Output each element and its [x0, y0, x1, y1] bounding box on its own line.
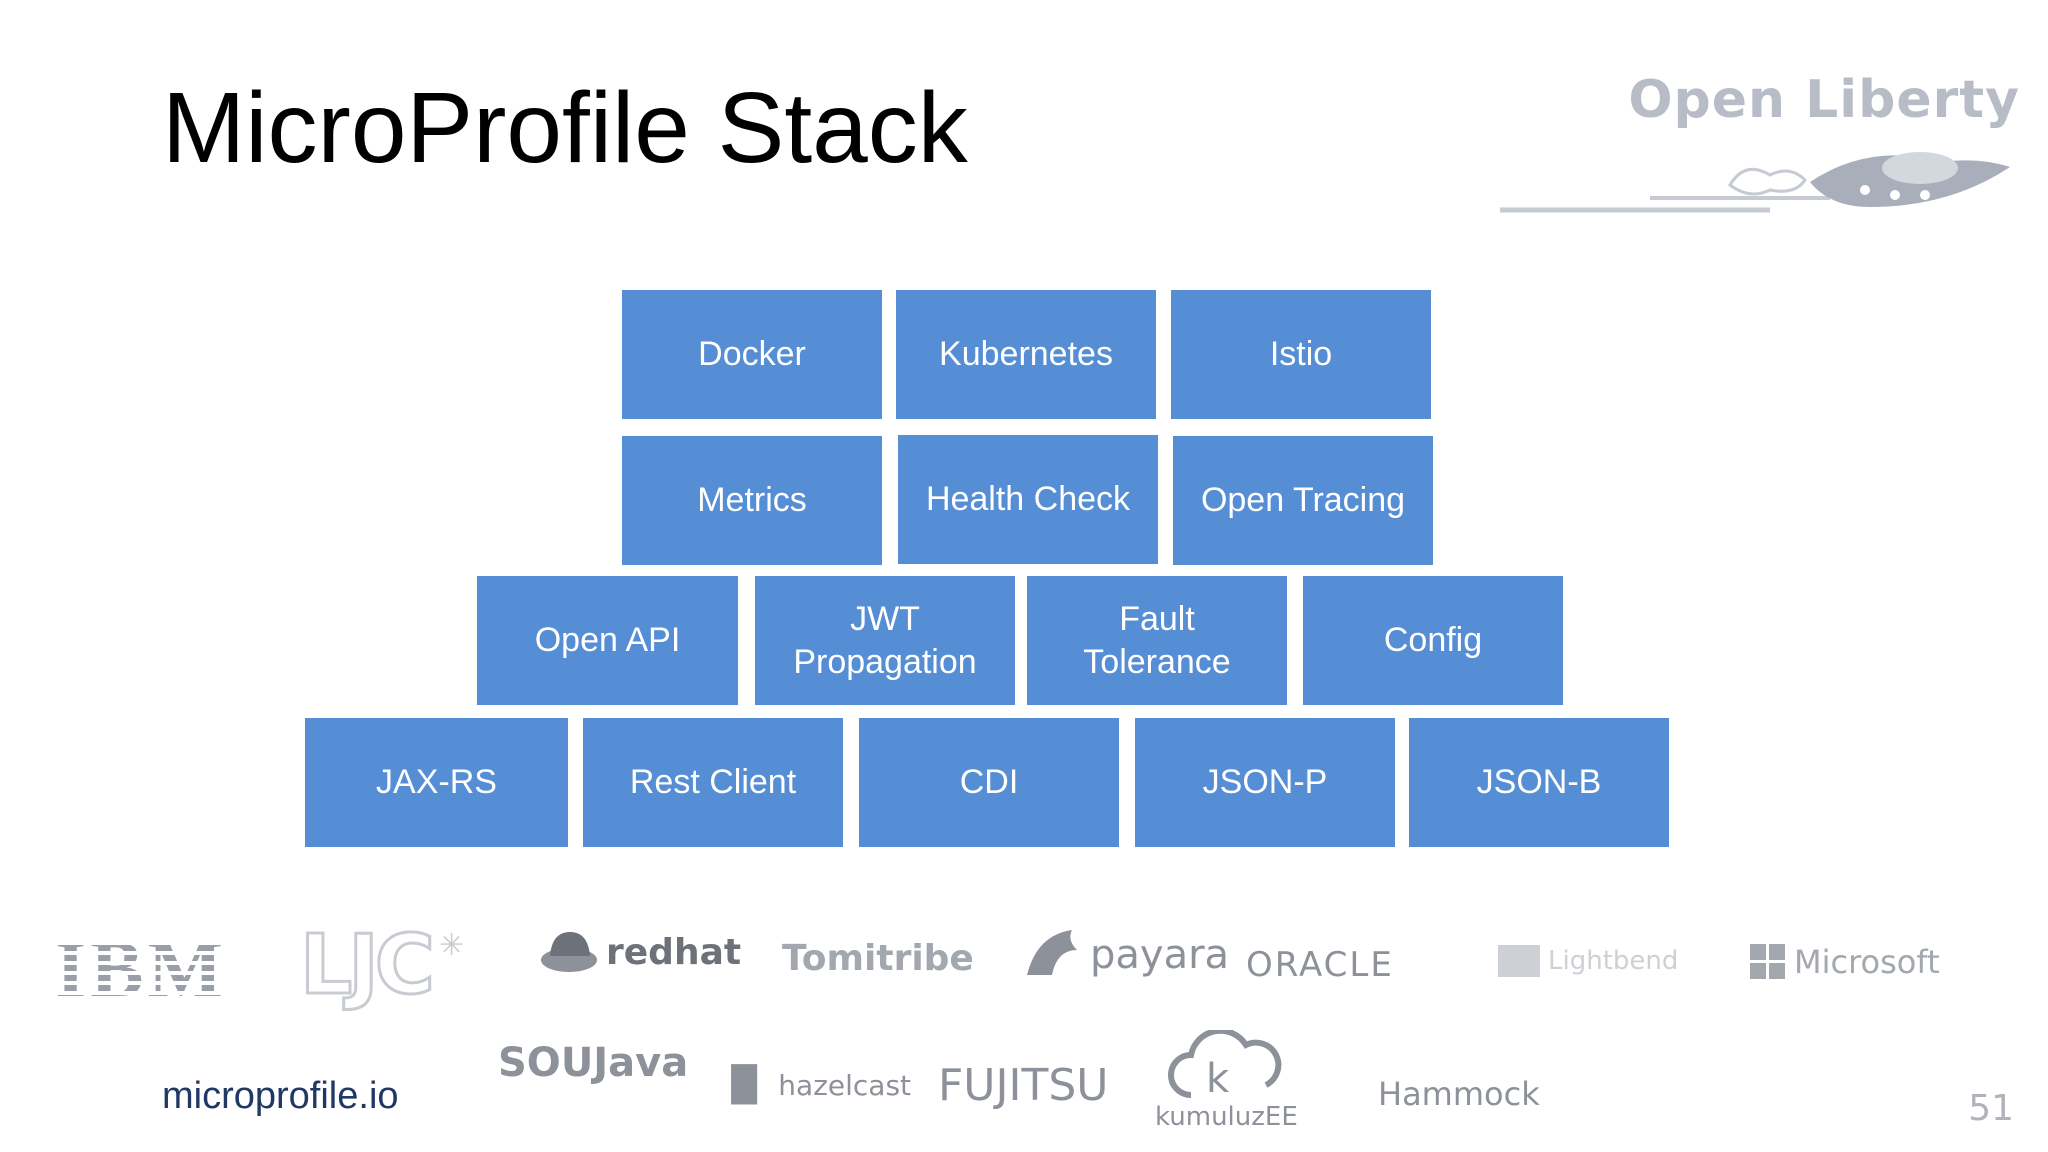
stack-block-json-p: JSON-P — [1135, 718, 1395, 847]
redhat-wordmark: redhat — [606, 931, 742, 973]
stack-block-rest-client: Rest Client — [583, 718, 843, 847]
microsoft-logo: Microsoft — [1750, 943, 1940, 981]
hammock-logo: Hammock — [1378, 1075, 1540, 1113]
stack-block-cdi: CDI — [859, 718, 1119, 847]
payara-wordmark: payara — [1090, 932, 1230, 978]
ljc-logo: LJC ✳ — [299, 917, 465, 1015]
lightbend-square-icon — [1498, 945, 1540, 977]
star-icon: ✳ — [438, 928, 465, 963]
fujitsu-logo: FUJITSU — [938, 1060, 1108, 1111]
page-number: 51 — [1968, 1088, 2014, 1129]
stack-block-kubernetes: Kubernetes — [896, 290, 1156, 419]
fujitsu-wordmark: FUJITSU — [938, 1060, 1109, 1111]
stack-block-health-check: Health Check — [898, 435, 1158, 564]
hazelcast-wordmark: hazelcast — [778, 1068, 912, 1102]
hazelcast-h-icon: ▐▌ — [718, 1065, 771, 1105]
cloud-icon: k — [1168, 1030, 1282, 1102]
soujava-wordmark: SOUJava — [498, 1040, 689, 1086]
hazelcast-logo: ▐▌ hazelcast — [718, 1065, 911, 1105]
oracle-logo: ORACLE — [1246, 945, 1394, 985]
spaceship-icon — [1500, 152, 2010, 213]
stack-block-config: Config — [1303, 576, 1563, 705]
stack-block-open-api: Open API — [477, 576, 738, 705]
ljc-wordmark: LJC — [299, 917, 437, 1015]
payara-fish-icon — [1027, 930, 1077, 975]
microsoft-wordmark: Microsoft — [1794, 943, 1940, 981]
microsoft-windows-icon — [1750, 944, 1785, 979]
stack-block-json-b: JSON-B — [1409, 718, 1669, 847]
stack-block-jax-rs: JAX-RS — [305, 718, 568, 847]
svg-text:k: k — [1206, 1056, 1230, 1102]
tomitribe-wordmark: Tomitribe — [782, 938, 974, 979]
stack-block-fault-tolerance: Fault Tolerance — [1027, 576, 1287, 705]
kumuluzee-wordmark: kumuluzEE — [1155, 1102, 1298, 1132]
lightbend-logo: Lightbend — [1498, 945, 1678, 977]
redhat-hat-icon — [541, 932, 597, 972]
stack-block-istio: Istio — [1171, 290, 1431, 419]
payara-logo: payara — [1022, 925, 1229, 985]
open-liberty-logo: Open Liberty — [1500, 70, 2020, 230]
microprofile-link[interactable]: microprofile.io — [162, 1075, 399, 1117]
hammock-wordmark: Hammock — [1378, 1075, 1540, 1113]
stack-block-metrics: Metrics — [622, 436, 882, 565]
slide-title: MicroProfile Stack — [162, 72, 968, 184]
kumuluzee-logo: k kumuluzEE — [1155, 1030, 1298, 1132]
redhat-logo: redhat — [540, 930, 741, 974]
oracle-wordmark: ORACLE — [1246, 945, 1394, 985]
stack-block-docker: Docker — [622, 290, 882, 419]
lightbend-wordmark: Lightbend — [1548, 946, 1679, 976]
ibm-logo: IBM — [55, 925, 227, 1016]
tomitribe-logo: Tomitribe — [782, 938, 974, 979]
stack-block-open-tracing: Open Tracing — [1173, 436, 1433, 565]
soujava-logo: SOUJava — [498, 1040, 688, 1086]
ibm-wordmark: IBM — [55, 926, 227, 1014]
stack-block-jwt-propagation: JWT Propagation — [755, 576, 1015, 705]
open-liberty-wordmark: Open Liberty — [1628, 70, 2020, 130]
